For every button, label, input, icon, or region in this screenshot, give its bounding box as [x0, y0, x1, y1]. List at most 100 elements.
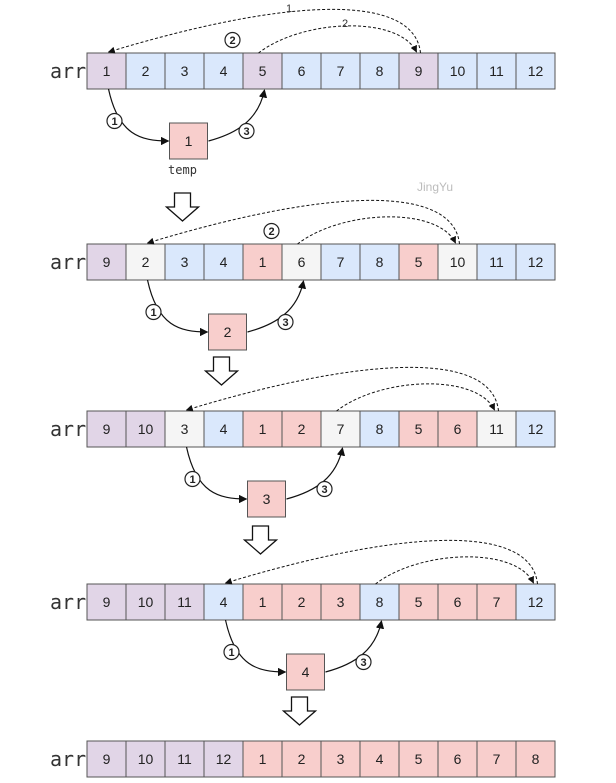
dashed-arc-first — [224, 539, 538, 585]
pick-arrow — [185, 446, 248, 504]
arr-label: arr — [50, 590, 86, 614]
array-cell — [242, 740, 283, 778]
array-cell — [125, 583, 166, 621]
array-cell-value: 11 — [489, 254, 504, 270]
dashed-arc-second — [336, 383, 495, 412]
array-cell-value: 11 — [177, 594, 192, 610]
array-cell — [281, 52, 322, 90]
array-cell-value: 7 — [493, 594, 501, 610]
array-cell — [476, 583, 517, 621]
array-cell-value: 3 — [181, 421, 189, 437]
down-arrow — [164, 192, 201, 222]
array-cell — [359, 243, 400, 281]
array-cell — [86, 243, 127, 281]
array-cell-value: 10 — [138, 594, 154, 610]
array-cell — [437, 583, 478, 621]
step-marker-rotate-circle — [224, 31, 241, 49]
array-cell — [203, 583, 244, 621]
pick-arrow — [146, 279, 209, 337]
array-cell — [359, 583, 400, 621]
step-marker-drop-label: 3 — [282, 317, 288, 329]
array-cell-value: 10 — [450, 254, 466, 270]
array-cell-value: 10 — [450, 63, 466, 79]
array-cell-value: 1 — [259, 594, 267, 610]
array-cell — [125, 740, 166, 778]
array-cell — [398, 410, 439, 448]
array-cell — [359, 52, 400, 90]
pick-arrow — [107, 88, 170, 146]
step-marker-pick-circle — [223, 643, 240, 661]
array-cell-value: 3 — [181, 63, 189, 79]
step-marker-drop-label: 3 — [360, 657, 366, 669]
array-cell-value: 6 — [454, 594, 462, 610]
array-cell — [437, 410, 478, 448]
temp-label: temp — [168, 163, 197, 177]
array-cell — [203, 243, 244, 281]
array-cell — [125, 52, 166, 90]
temp-value: 1 — [185, 133, 193, 149]
array-cell — [86, 410, 127, 448]
drop-arrow — [286, 447, 346, 500]
array-cell — [398, 52, 439, 90]
array-cell-value: 2 — [298, 751, 306, 767]
array-cell-value: 7 — [337, 254, 345, 270]
array-cell — [515, 583, 556, 621]
step-marker-drop-circle — [355, 653, 372, 671]
array-cell-value: 7 — [337, 63, 345, 79]
array-cell-value: 4 — [376, 751, 384, 767]
step-marker-pick-circle — [184, 470, 201, 488]
array-cell — [320, 243, 361, 281]
drop-arrow — [247, 280, 307, 333]
array-cell-value: 10 — [138, 421, 154, 437]
array-cell — [320, 740, 361, 778]
array-cell-value: 4 — [220, 594, 228, 610]
array-cell — [437, 52, 478, 90]
array-cell-value: 6 — [454, 751, 462, 767]
array-cell — [242, 243, 283, 281]
array-cell — [398, 583, 439, 621]
array-cell-value: 12 — [528, 254, 544, 270]
array-cell-value: 5 — [415, 421, 423, 437]
step-marker-drop-label: 3 — [243, 126, 249, 138]
array-cell-value: 1 — [259, 751, 267, 767]
array-cell — [203, 410, 244, 448]
array-cell-value: 2 — [142, 63, 150, 79]
array-cell-value: 8 — [376, 63, 384, 79]
dashed-arc-second — [297, 216, 456, 245]
step-marker-drop-circle — [316, 480, 333, 498]
array-cell — [242, 52, 283, 90]
array-cell — [515, 410, 556, 448]
step-marker-pick-label: 1 — [150, 307, 156, 319]
watermark-text: JingYu — [417, 180, 453, 194]
arr-label: arr — [50, 250, 86, 274]
array-cell-value: 11 — [177, 751, 192, 767]
arr-label: arr — [50, 59, 86, 83]
step-marker-drop-circle — [277, 313, 294, 331]
dashed-arc-second — [258, 25, 417, 54]
array-cell — [359, 740, 400, 778]
dashed-arc-second — [375, 556, 534, 585]
array-cell-value: 6 — [298, 63, 306, 79]
array-cell — [86, 583, 127, 621]
array-cell-value: 9 — [103, 751, 111, 767]
step-marker-pick-circle — [106, 112, 123, 130]
array-cell — [86, 740, 127, 778]
array-cell-value: 11 — [489, 421, 504, 437]
array-cell-value: 1 — [259, 254, 267, 270]
array-cell-value: 5 — [259, 63, 267, 79]
pick-arrow — [224, 619, 287, 677]
array-cell — [86, 52, 127, 90]
array-cell-value: 4 — [220, 63, 228, 79]
array-cell — [281, 410, 322, 448]
array-cell — [164, 52, 205, 90]
step-marker-pick-label: 1 — [111, 116, 117, 128]
arr-label: arr — [50, 747, 86, 771]
array-cell — [515, 740, 556, 778]
array-cell-value: 12 — [528, 63, 544, 79]
array-cell-value: 4 — [220, 254, 228, 270]
array-cell-value: 9 — [103, 421, 111, 437]
temp-box — [169, 122, 208, 160]
